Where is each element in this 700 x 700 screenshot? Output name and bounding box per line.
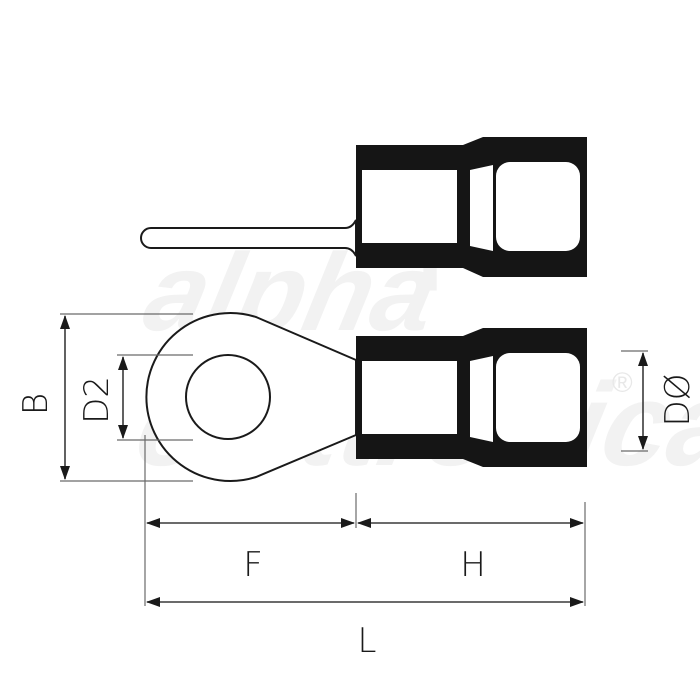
ring-hole — [185, 354, 271, 440]
arrow-head — [638, 436, 648, 450]
arrow-head — [357, 518, 371, 528]
label-d-diameter: DØ — [658, 374, 698, 427]
arrow-head — [570, 518, 584, 528]
arrow-head — [341, 518, 355, 528]
ring-entry-window — [496, 353, 580, 442]
pin-blade — [140, 219, 357, 257]
arrow-head — [118, 425, 128, 439]
ring-terminal — [145, 312, 587, 482]
arrow-head — [60, 315, 70, 329]
arrow-head — [146, 597, 160, 607]
pin-barrel-window — [362, 170, 457, 243]
pin-entry-window — [496, 162, 580, 251]
label-b: B — [16, 393, 56, 415]
label-f: F — [243, 545, 263, 585]
arrow-head — [60, 466, 70, 480]
dimension-horizontal: F H L — [144, 435, 586, 661]
label-d2: D2 — [77, 376, 117, 424]
watermark-registered: ® — [612, 367, 633, 398]
arrow-head — [570, 597, 584, 607]
pin-sleeve-window — [470, 165, 493, 251]
arrow-head — [638, 352, 648, 366]
ring-sleeve-window — [470, 356, 493, 442]
arrow-head — [146, 518, 160, 528]
dimension-d-diameter: DØ — [621, 350, 698, 452]
label-l: L — [358, 621, 377, 661]
pin-terminal — [140, 137, 587, 277]
label-h: H — [460, 545, 486, 585]
dimension-b: B — [16, 313, 193, 482]
ring-barrel-window — [362, 361, 457, 434]
arrow-head — [118, 356, 128, 370]
dimension-d2: D2 — [77, 354, 193, 441]
